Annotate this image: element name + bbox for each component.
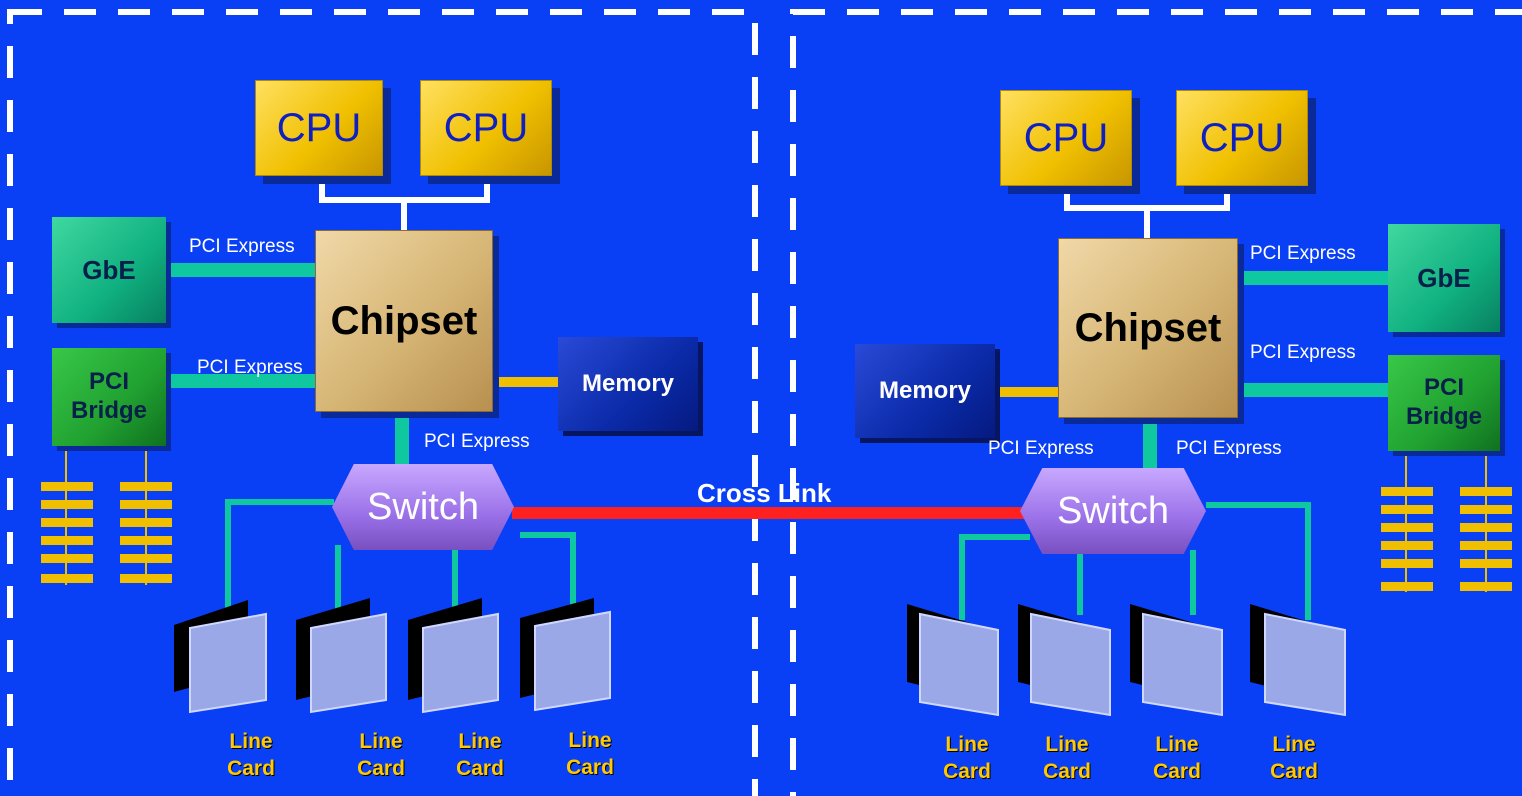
left-switch-link-label: PCI Express [424,431,530,452]
right-bridge-link-label: PCI Express [1250,342,1356,363]
right-memory-link-label: PCI Express [988,438,1094,459]
right-cpu-bus [1064,188,1230,238]
left-memory: Memory [558,337,698,431]
right-line-card-label-1: Line Card [943,733,991,784]
left-pci-bridge: PCI Bridge [52,348,166,446]
left-cpu-bus [319,178,490,230]
left-bridge-link-label: PCI Express [197,357,303,378]
left-chipset: Chipset [315,230,493,412]
left-bridge-slot-lines [65,448,147,585]
right-cpu-1: CPU [1000,90,1132,186]
right-line-card-2 [1018,604,1111,717]
right-line-card-1 [907,604,999,717]
left-line-card-label-4: Line Card [566,729,614,780]
left-line-card-4 [520,598,611,712]
cross-link-label: Cross Link [697,478,832,508]
right-line-card-label-4: Line Card [1270,733,1318,784]
right-line-card-4 [1250,604,1346,717]
right-switch: Switch [1020,468,1206,554]
left-gbe: GbE [52,217,166,323]
right-gbe-link-label: PCI Express [1250,243,1356,264]
left-line-card-label-3: Line Card [456,730,504,781]
right-card-links [959,502,1311,620]
left-partition-border [7,9,758,796]
left-line-card-label-1: Line Card [227,730,275,781]
left-cpu-2: CPU [420,80,552,176]
left-cpu-1: CPU [255,80,383,176]
left-line-card-2 [296,598,387,714]
right-line-card-label-2: Line Card [1043,733,1091,784]
right-pci-bridge: PCI Bridge [1388,355,1500,451]
right-line-card-3 [1130,604,1223,717]
right-memory: Memory [855,344,995,438]
right-gbe: GbE [1388,224,1500,332]
right-bridge-slot-lines [1405,452,1487,592]
right-switch-link-label: PCI Express [1176,438,1282,459]
right-line-card-label-3: Line Card [1153,733,1201,784]
left-pci-slots [41,482,172,583]
left-switch: Switch [332,464,514,550]
right-pci-slots [1381,487,1512,591]
right-cpu-2: CPU [1176,90,1308,186]
left-line-card-3 [408,598,499,714]
left-card-links [225,499,576,620]
right-chipset: Chipset [1058,238,1238,418]
left-gbe-link-label: PCI Express [189,236,295,257]
left-line-card-1 [174,600,267,714]
left-line-card-label-2: Line Card [357,730,405,781]
